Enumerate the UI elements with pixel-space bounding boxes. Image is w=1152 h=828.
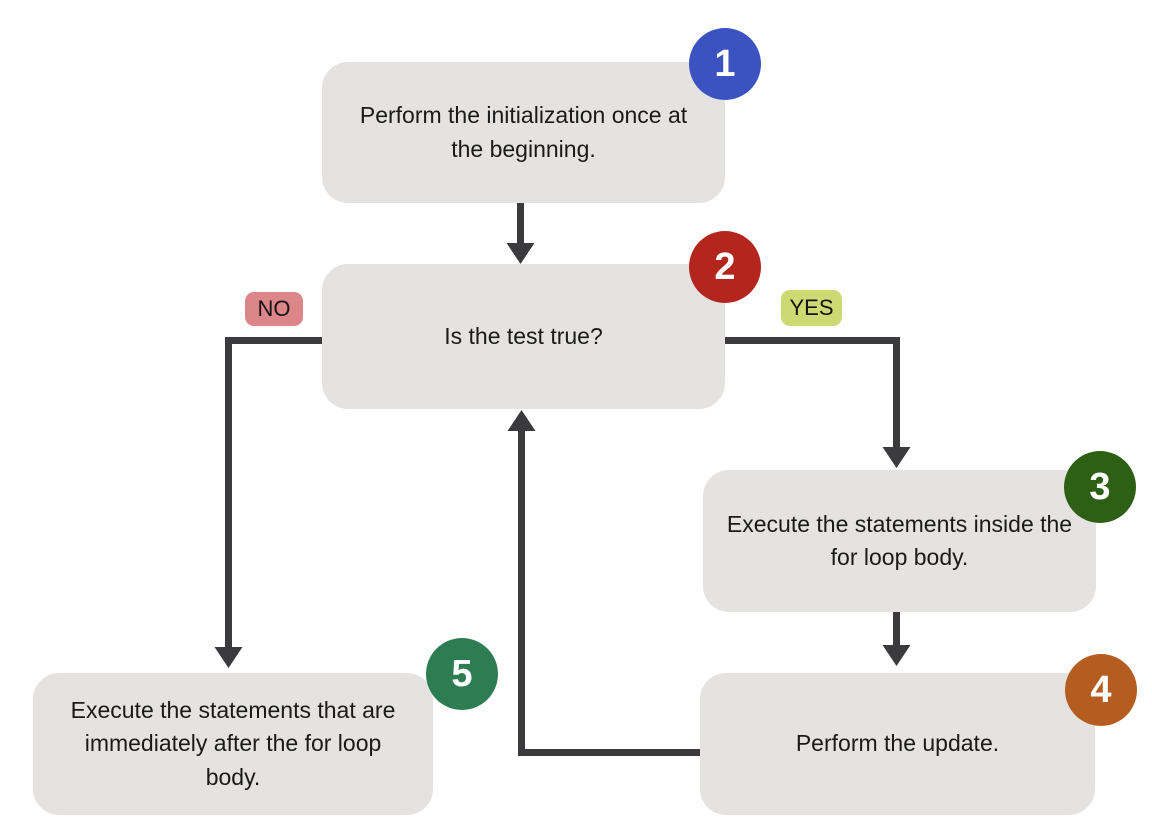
node-update-text: Perform the update. xyxy=(795,730,1000,757)
no-label-text: NO xyxy=(257,296,291,321)
arrow-no-branch xyxy=(225,337,322,650)
node-after-loop: Execute the statements that are immediat… xyxy=(33,673,433,815)
node-after-loop-text: Execute the statements that are immediat… xyxy=(70,696,396,790)
arrowhead-update-loopback xyxy=(507,410,536,431)
arrowhead-no-branch xyxy=(214,647,243,668)
node-loop-body-text: Execute the statements inside the for lo… xyxy=(726,510,1073,570)
step-badge-3: 3 xyxy=(1064,451,1136,523)
arrow-yes-branch xyxy=(725,337,900,450)
no-label: NO xyxy=(245,292,303,326)
step-badge-1: 1 xyxy=(689,28,761,100)
step-badge-4: 4 xyxy=(1065,654,1137,726)
yes-label: YES xyxy=(781,290,842,326)
arrow-update-loopback xyxy=(518,428,700,756)
arrowhead-yes-branch xyxy=(882,447,911,468)
node-initialization: Perform the initialization once at the b… xyxy=(322,62,725,203)
step-badge-5-number: 5 xyxy=(451,652,473,695)
step-badge-5: 5 xyxy=(426,638,498,710)
step-badge-3-number: 3 xyxy=(1089,465,1111,508)
arrowhead-init-to-test xyxy=(506,243,535,264)
step-badge-2-number: 2 xyxy=(714,245,736,288)
node-initialization-text: Perform the initialization once at the b… xyxy=(359,102,688,162)
step-badge-1-number: 1 xyxy=(714,42,736,85)
arrowhead-body-to-update xyxy=(882,645,911,666)
node-loop-body: Execute the statements inside the for lo… xyxy=(703,470,1096,612)
step-badge-2: 2 xyxy=(689,231,761,303)
yes-label-text: YES xyxy=(789,295,834,320)
node-test-condition: Is the test true? xyxy=(322,264,725,409)
node-update: Perform the update. xyxy=(700,673,1095,815)
node-test-condition-text: Is the test true? xyxy=(444,322,603,349)
step-badge-4-number: 4 xyxy=(1090,668,1112,711)
